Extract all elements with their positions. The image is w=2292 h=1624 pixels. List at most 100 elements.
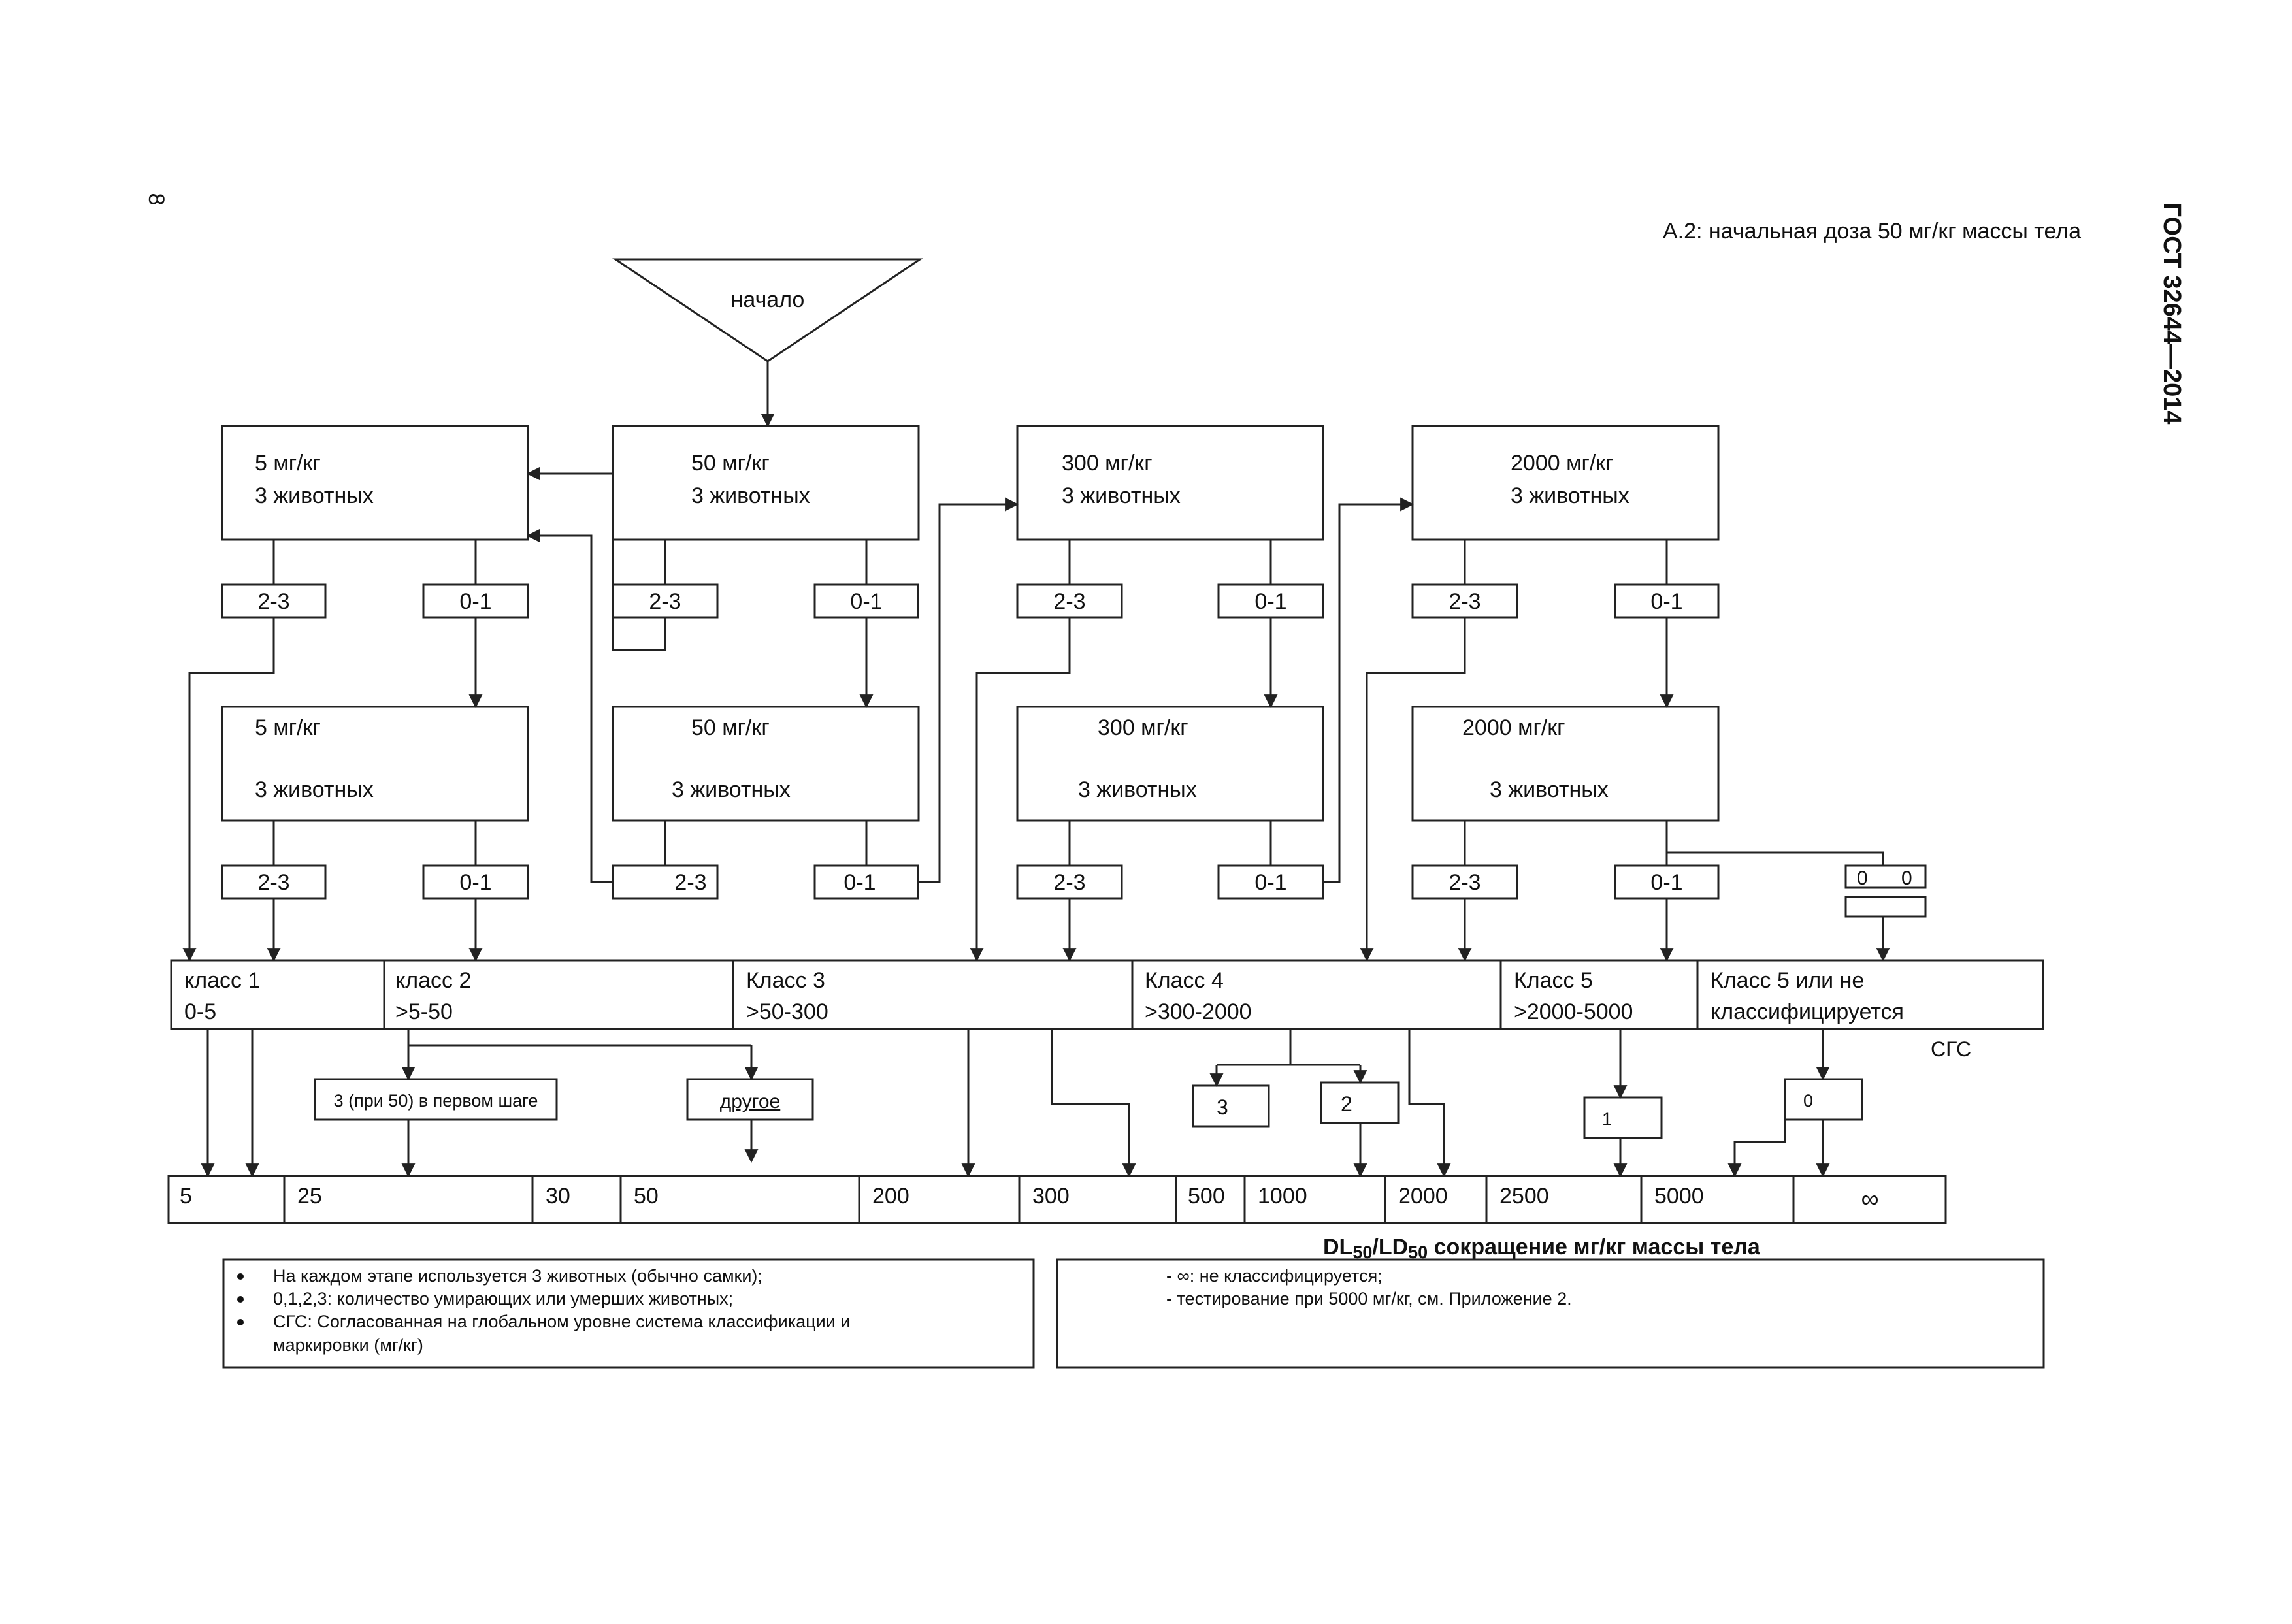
- dose-scale: 5 25 30 50 200 300 500 1000 2000 2500 50…: [167, 1175, 1947, 1224]
- second-dose-row: 5 мг/кг 3 животных 50 мг/кг 3 животных 3…: [221, 706, 1720, 822]
- note-item: маркировки (мг/кг): [273, 1335, 423, 1355]
- animals-label: 3 животных: [1511, 483, 1629, 508]
- outcome-box: [221, 864, 327, 900]
- outcome-label: 2-3: [1053, 870, 1085, 895]
- dose-box-300-step2: [1016, 706, 1324, 822]
- dose-label: 5 мг/кг: [255, 451, 321, 476]
- outcome-label: 0-1: [850, 589, 882, 614]
- outcome-label: 0: [1857, 868, 1868, 889]
- count-box-0: [1784, 1078, 1863, 1121]
- note-item: - тестирование при 5000 мг/кг, см. Прило…: [1166, 1289, 1572, 1308]
- top-dose-row: 5 мг/кг 3 животных 50 мг/кг 3 животных 3…: [221, 425, 1720, 541]
- animals-label: 3 животных: [1062, 483, 1181, 508]
- outcome-box-empty: [1844, 896, 1927, 918]
- class-name: класс 1: [184, 968, 260, 993]
- scale-value: 200: [872, 1184, 909, 1209]
- outcome-box: [1016, 864, 1123, 900]
- dose-box-50-step1: [612, 425, 920, 541]
- outcome-label: 2-3: [1449, 589, 1481, 614]
- notes-right-frame: [1056, 1258, 2045, 1369]
- scale-value: 500: [1188, 1184, 1225, 1209]
- count-label: 3: [1217, 1096, 1228, 1119]
- class-bar-frame: [170, 959, 2044, 1030]
- outcome-label: 2-3: [257, 589, 289, 614]
- class-range: >2000-5000: [1514, 999, 1633, 1024]
- class-name: класс 2: [395, 968, 471, 993]
- animals-label: 3 животных: [691, 483, 810, 508]
- class-name: Класс 5 или не: [1711, 968, 1864, 993]
- scale-value: 2000: [1398, 1184, 1448, 1209]
- outcome-label: 2-3: [1449, 870, 1481, 895]
- scale-frame: [167, 1175, 1947, 1224]
- dose-box-5-step1: [221, 425, 529, 541]
- dose-label: 2000 мг/кг: [1511, 451, 1614, 476]
- class-range: классифицируется: [1711, 999, 1904, 1024]
- dose-box-300-step1: [1016, 425, 1324, 541]
- class-name: Класс 4: [1145, 968, 1224, 993]
- scale-value: 5000: [1654, 1184, 1704, 1209]
- notes-left: На каждом этапе используется 3 животных …: [222, 1258, 1035, 1369]
- class-range: 0-5: [184, 999, 216, 1024]
- dose-label: 2000 мг/кг: [1462, 715, 1565, 740]
- step2-outcomes: 2-3 0-1 2-3 0-1 2-3 0-1 2-3 0-1 0 0: [221, 864, 1927, 918]
- class-name: Класс 5: [1514, 968, 1593, 993]
- note-item: 0,1,2,3: количество умирающих или умерши…: [273, 1289, 733, 1308]
- start-label: начало: [731, 287, 805, 312]
- count-box-2: [1320, 1081, 1400, 1124]
- outcome-label: 0: [1901, 868, 1912, 889]
- outcome-label: 2-3: [674, 870, 706, 895]
- outcome-label: 0-1: [843, 870, 876, 895]
- scale-value: ∞: [1861, 1186, 1878, 1213]
- dose-label: 300 мг/кг: [1098, 715, 1188, 740]
- class-range: >50-300: [746, 999, 828, 1024]
- notes-right: - ∞: не классифицируется; - тестирование…: [1056, 1258, 2045, 1369]
- note-item: - ∞: не классифицируется;: [1166, 1266, 1383, 1286]
- intermediate-boxes: 3 (при 50) в первом шаге другое 3 2 1 0: [314, 1078, 1863, 1139]
- scale-value: 50: [634, 1184, 659, 1209]
- other-box: [686, 1078, 814, 1121]
- outcome-label: 0-1: [1650, 589, 1682, 614]
- standard-id: ГОСТ 32644—2014: [2158, 203, 2186, 424]
- first-step-box: [314, 1078, 558, 1121]
- scale-caption: DL50/LD50 сокращение мг/кг массы тела: [1323, 1235, 1761, 1262]
- scale-connectors: [201, 1029, 1830, 1178]
- animals-label: 3 животных: [255, 483, 374, 508]
- start-triangle: [612, 258, 923, 363]
- dose-box-2000-step2: [1411, 706, 1720, 822]
- scale-value: 2500: [1499, 1184, 1549, 1209]
- outcome-box: [422, 864, 529, 900]
- outcome-box: [1217, 864, 1324, 900]
- outcome-box-zero: [1844, 864, 1927, 889]
- scale-value: 1000: [1258, 1184, 1307, 1209]
- dose-box-5-step2: [221, 706, 529, 822]
- class-range: >300-2000: [1145, 999, 1252, 1024]
- outcome-box: [1614, 583, 1720, 619]
- dose-label: 300 мг/кг: [1062, 451, 1153, 476]
- scale-value: 30: [546, 1184, 570, 1209]
- animals-label: 3 животных: [672, 777, 791, 802]
- count-box-1: [1583, 1096, 1663, 1139]
- outcome-label: 2-3: [1053, 589, 1085, 614]
- outcome-box: [813, 864, 919, 900]
- animals-label: 3 животных: [255, 777, 374, 802]
- dose-box-2000-step1: [1411, 425, 1720, 541]
- first-step-label: 3 (при 50) в первом шаге: [334, 1091, 538, 1111]
- figure-caption: А.2: начальная доза 50 мг/кг массы тела: [1663, 219, 2081, 244]
- scale-value: 300: [1032, 1184, 1070, 1209]
- outcome-label: 0-1: [1254, 589, 1286, 614]
- outcome-label: 0-1: [459, 870, 491, 895]
- count-box-3: [1192, 1084, 1270, 1128]
- scale-value: 5: [180, 1184, 192, 1209]
- outcome-label: 2-3: [257, 870, 289, 895]
- step1-outcomes: 2-3 0-1 2-3 0-1 2-3 0-1 2-3 0-1: [221, 583, 1720, 619]
- count-label: 2: [1341, 1092, 1352, 1116]
- notes-left-frame: [222, 1258, 1035, 1369]
- outcome-label: 2-3: [649, 589, 681, 614]
- dose-label: 5 мг/кг: [255, 715, 321, 740]
- page-number: 8: [144, 193, 169, 206]
- dose-label: 50 мг/кг: [691, 451, 770, 476]
- outcome-box: [1614, 864, 1720, 900]
- scale-value: 25: [297, 1184, 322, 1209]
